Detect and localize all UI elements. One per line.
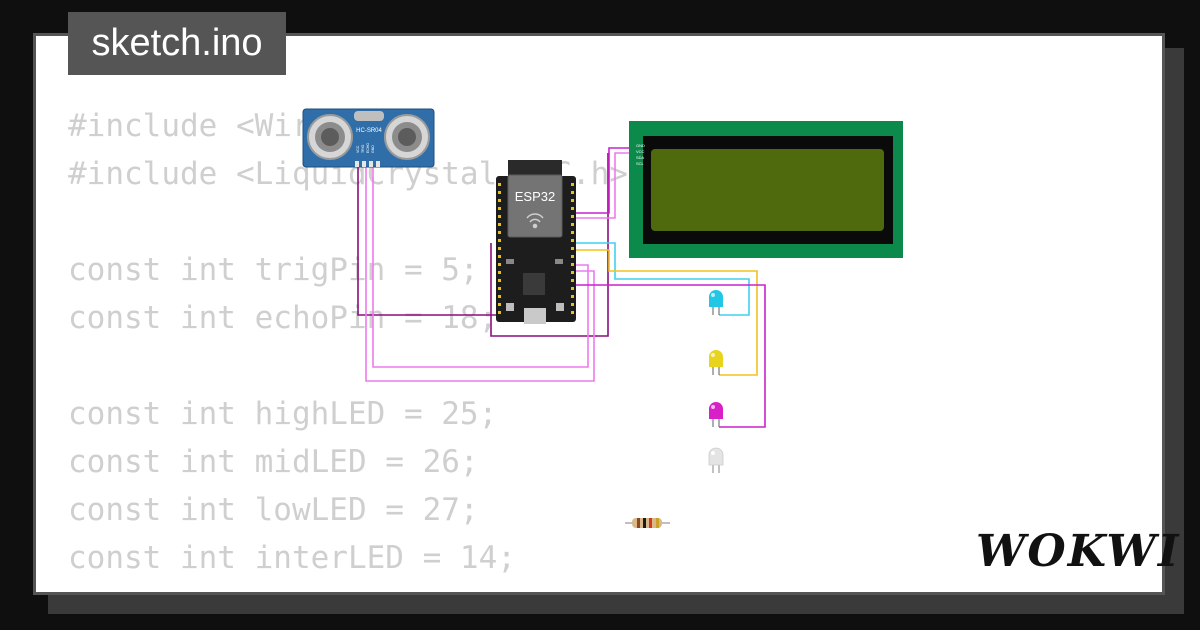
led-magenta[interactable] (709, 402, 723, 427)
esp32-board[interactable]: ESP32 (496, 160, 576, 324)
circuit-diagram[interactable]: HC-SR04 VCC TRIG ECHO GND ESP32 (36, 36, 1165, 595)
led-body (709, 402, 723, 419)
resistor[interactable] (625, 518, 670, 528)
code-line: const int lowLED = 27; (68, 492, 479, 528)
ultrasonic-pin-label: ECHO (366, 143, 370, 153)
led-body (709, 350, 723, 367)
brand-text: WOKWI (976, 526, 1181, 577)
wire-purple-trig (357, 163, 503, 316)
code-line: const int interLED = 14; (68, 540, 516, 576)
wifi-icon (526, 213, 544, 229)
wires (357, 147, 766, 428)
usb-port (524, 308, 546, 324)
lcd-pin-label: SCL (636, 161, 645, 166)
wire-pink-gnd (365, 163, 595, 382)
code-background: #include <Wire.h>#include <LiquidCrystal… (68, 102, 628, 582)
lcd-pin-label: SDA (636, 155, 645, 160)
reset-button[interactable] (556, 303, 564, 311)
wire-purple-echo (490, 153, 609, 337)
wire-magenta-led (575, 284, 766, 428)
code-line: const int trigPin = 5; (68, 252, 479, 288)
boot-button[interactable] (506, 303, 514, 311)
lcd-pin-label: VCC (636, 149, 645, 154)
led-yellow[interactable] (709, 350, 723, 375)
lcd-pin-label: GND (636, 143, 645, 148)
file-tab-title[interactable]: sketch.ino (68, 12, 286, 75)
ultrasonic-sensor[interactable]: HC-SR04 VCC TRIG ECHO GND (302, 108, 435, 168)
ultrasonic-pin-label: GND (371, 145, 375, 153)
led-body (708, 447, 724, 466)
code-line: const int highLED = 25; (68, 396, 498, 432)
ultrasonic-label: HC-SR04 (356, 128, 382, 134)
lcd-display[interactable]: GND VCC SDA SCL (629, 121, 903, 258)
wire-pink-lcd (575, 152, 631, 219)
wire-cyan-led (575, 242, 750, 316)
led-white[interactable] (708, 447, 724, 473)
ultrasonic-pin-label: TRIG (361, 144, 365, 153)
wokwi-logo: WOKWI (976, 522, 1181, 582)
esp32-label: ESP32 (515, 189, 555, 204)
ultrasonic-pin-label: VCC (356, 145, 360, 153)
wire-magenta-lcd (575, 147, 631, 214)
led-body (709, 290, 723, 307)
led-cyan[interactable] (709, 290, 723, 315)
wire-yellow-led (575, 249, 758, 376)
preview-card[interactable]: #include <Wire.h>#include <LiquidCrystal… (33, 33, 1165, 595)
wire-pink-vcc (372, 163, 589, 368)
code-line: const int midLED = 26; (68, 444, 479, 480)
code-line: const int echoPin = 18; (68, 300, 498, 336)
